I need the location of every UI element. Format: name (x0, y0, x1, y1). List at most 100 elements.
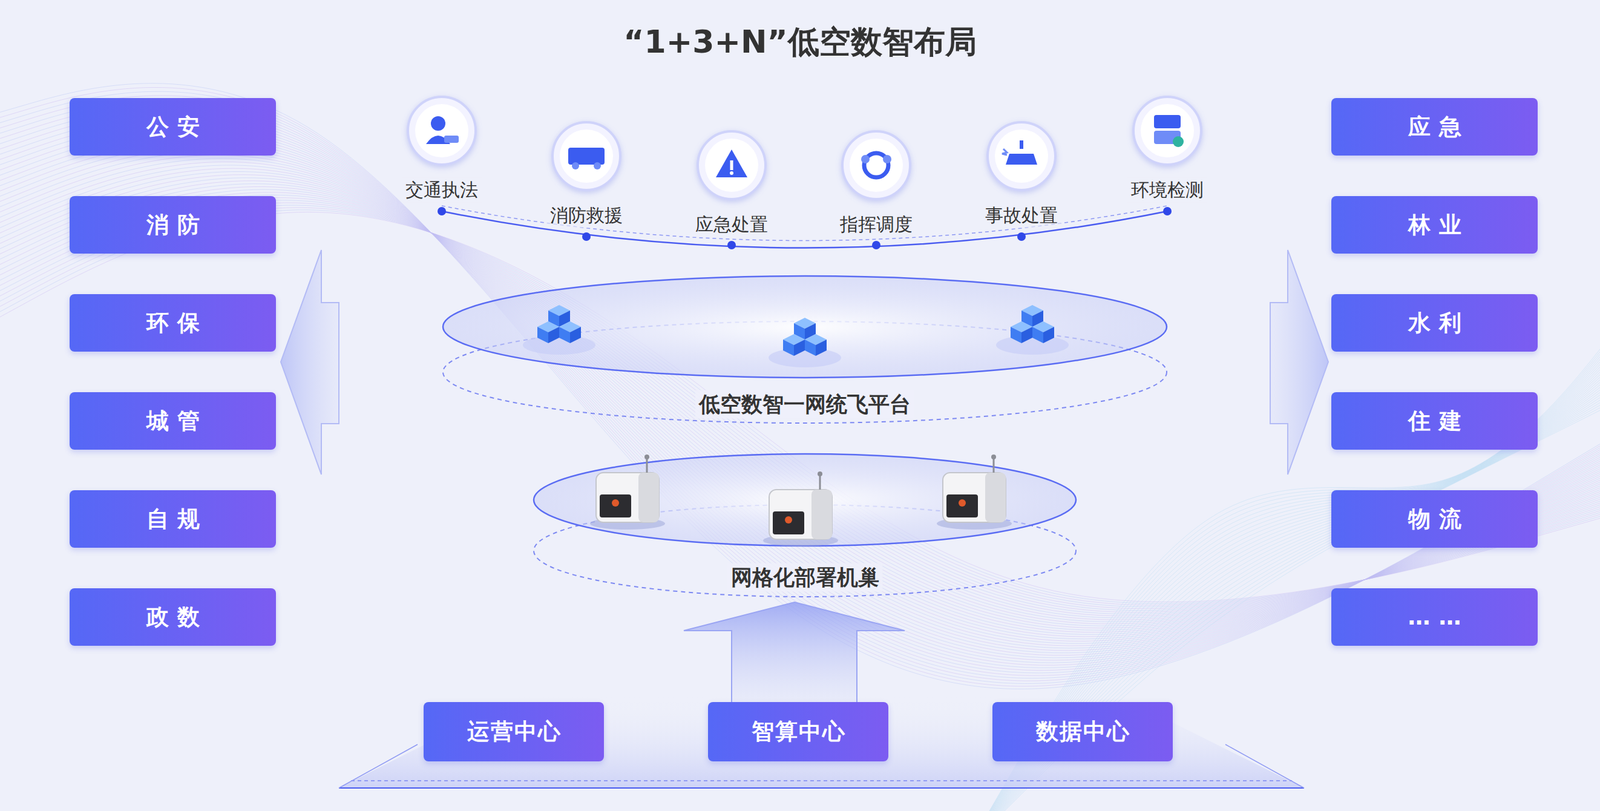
wave-line (0, 161, 1600, 637)
department-box: 住建 (1331, 392, 1538, 450)
center-box: 数据中心 (992, 701, 1173, 762)
wave-line (0, 148, 1600, 646)
icons (407, 96, 1202, 547)
box-label: 数据中心 (1034, 716, 1131, 747)
department-box: 物流 (1331, 490, 1538, 548)
wave-line (0, 91, 1600, 684)
box-label: 运营中心 (465, 716, 562, 747)
wave-line (0, 165, 1600, 635)
department-box: 城管 (69, 392, 276, 450)
box-label: 环保 (137, 308, 209, 339)
department-box: 公安 (69, 98, 276, 156)
department-box: 政数 (69, 588, 276, 646)
base-line (350, 780, 1292, 782)
wave-line (0, 197, 1600, 613)
wave-line (0, 126, 1600, 661)
box-label: 智算中心 (750, 716, 846, 747)
wave-line (0, 211, 1600, 602)
cube-icon (768, 317, 842, 368)
layer-label: 网格化部署机巢 (727, 563, 883, 592)
department-box: 自规 (69, 490, 276, 548)
background-waves (0, 83, 1600, 811)
box-label: 应急 (1399, 111, 1470, 143)
center-box: 运营中心 (423, 701, 604, 762)
arrow-up (683, 602, 905, 704)
wave-line (968, 371, 1600, 811)
box-label: 物流 (1399, 504, 1470, 535)
service-label: 事故处置 (981, 203, 1062, 229)
cube-icon (522, 304, 596, 355)
wave-line (0, 130, 1600, 658)
wave-line (0, 174, 1600, 629)
drone-nest (936, 454, 1012, 530)
arrow-left (280, 249, 339, 475)
wave-line (0, 99, 1600, 678)
base-line (338, 744, 418, 788)
wave-line (0, 194, 1600, 615)
box-label: 政数 (137, 602, 209, 633)
department-box: …… (1331, 588, 1538, 646)
box-label: 住建 (1399, 406, 1470, 437)
department-box: 水利 (1331, 294, 1538, 352)
service-label: 指挥调度 (836, 212, 917, 238)
wave-line (0, 205, 1600, 607)
cube-icon (996, 304, 1069, 355)
service-label: 环境检测 (1127, 177, 1208, 203)
box-label: …… (1399, 603, 1470, 630)
wave-line (0, 207, 1600, 606)
wave-line (0, 151, 1600, 644)
department-box: 环保 (69, 294, 276, 352)
box-label: 自规 (137, 504, 209, 535)
base-line (338, 787, 1305, 789)
wave-line (0, 144, 1600, 649)
department-box: 林业 (1331, 196, 1538, 254)
wave-line (0, 111, 1600, 671)
wave-line (968, 357, 1600, 811)
wave-line (0, 137, 1600, 653)
box-label: 水利 (1399, 308, 1470, 339)
wave-line (0, 87, 1600, 686)
wave-line (968, 382, 1600, 811)
wave-line (0, 186, 1600, 620)
platform-disk (442, 275, 1167, 378)
wave-line (0, 122, 1600, 663)
service-label: 交通执法 (401, 177, 482, 203)
layer-label: 低空数智一网统飞平台 (695, 390, 915, 419)
wave-line (968, 378, 1600, 811)
wave-line (0, 107, 1600, 673)
wave-line (0, 202, 1600, 609)
drone-nest (763, 471, 839, 547)
box-label: 消防 (137, 209, 209, 241)
wave-line (968, 364, 1600, 811)
wave-line (0, 140, 1600, 651)
wave-line (0, 180, 1600, 624)
service-label: 应急处置 (691, 212, 772, 238)
wave-line (0, 192, 1600, 617)
wave-line (0, 119, 1600, 666)
wave-line (0, 200, 1600, 611)
wave-line (0, 158, 1600, 640)
arrow-right (1270, 249, 1329, 475)
box-label: 公安 (137, 111, 209, 143)
department-box: 消防 (69, 196, 276, 254)
base-line (1225, 744, 1305, 788)
wave-line (0, 83, 1600, 690)
wave-line (0, 103, 1600, 676)
wave-line (0, 114, 1600, 668)
wave-line (0, 189, 1600, 618)
box-label: 城管 (137, 406, 209, 437)
center-box: 智算中心 (708, 701, 889, 762)
nest-disk (533, 453, 1076, 546)
department-box: 应急 (1331, 98, 1538, 156)
diagram-title: “1+3+N”低空数智布局 (623, 21, 977, 64)
wave-line (0, 95, 1600, 681)
base-glow (338, 695, 1305, 788)
wave-line (968, 360, 1600, 811)
wave-line (0, 209, 1600, 604)
wave-line (0, 133, 1600, 656)
service-label: 消防救援 (546, 203, 627, 229)
wave-line (968, 367, 1600, 811)
wave-line (0, 177, 1600, 627)
wave-line (0, 154, 1600, 641)
drone-nest (590, 454, 666, 530)
